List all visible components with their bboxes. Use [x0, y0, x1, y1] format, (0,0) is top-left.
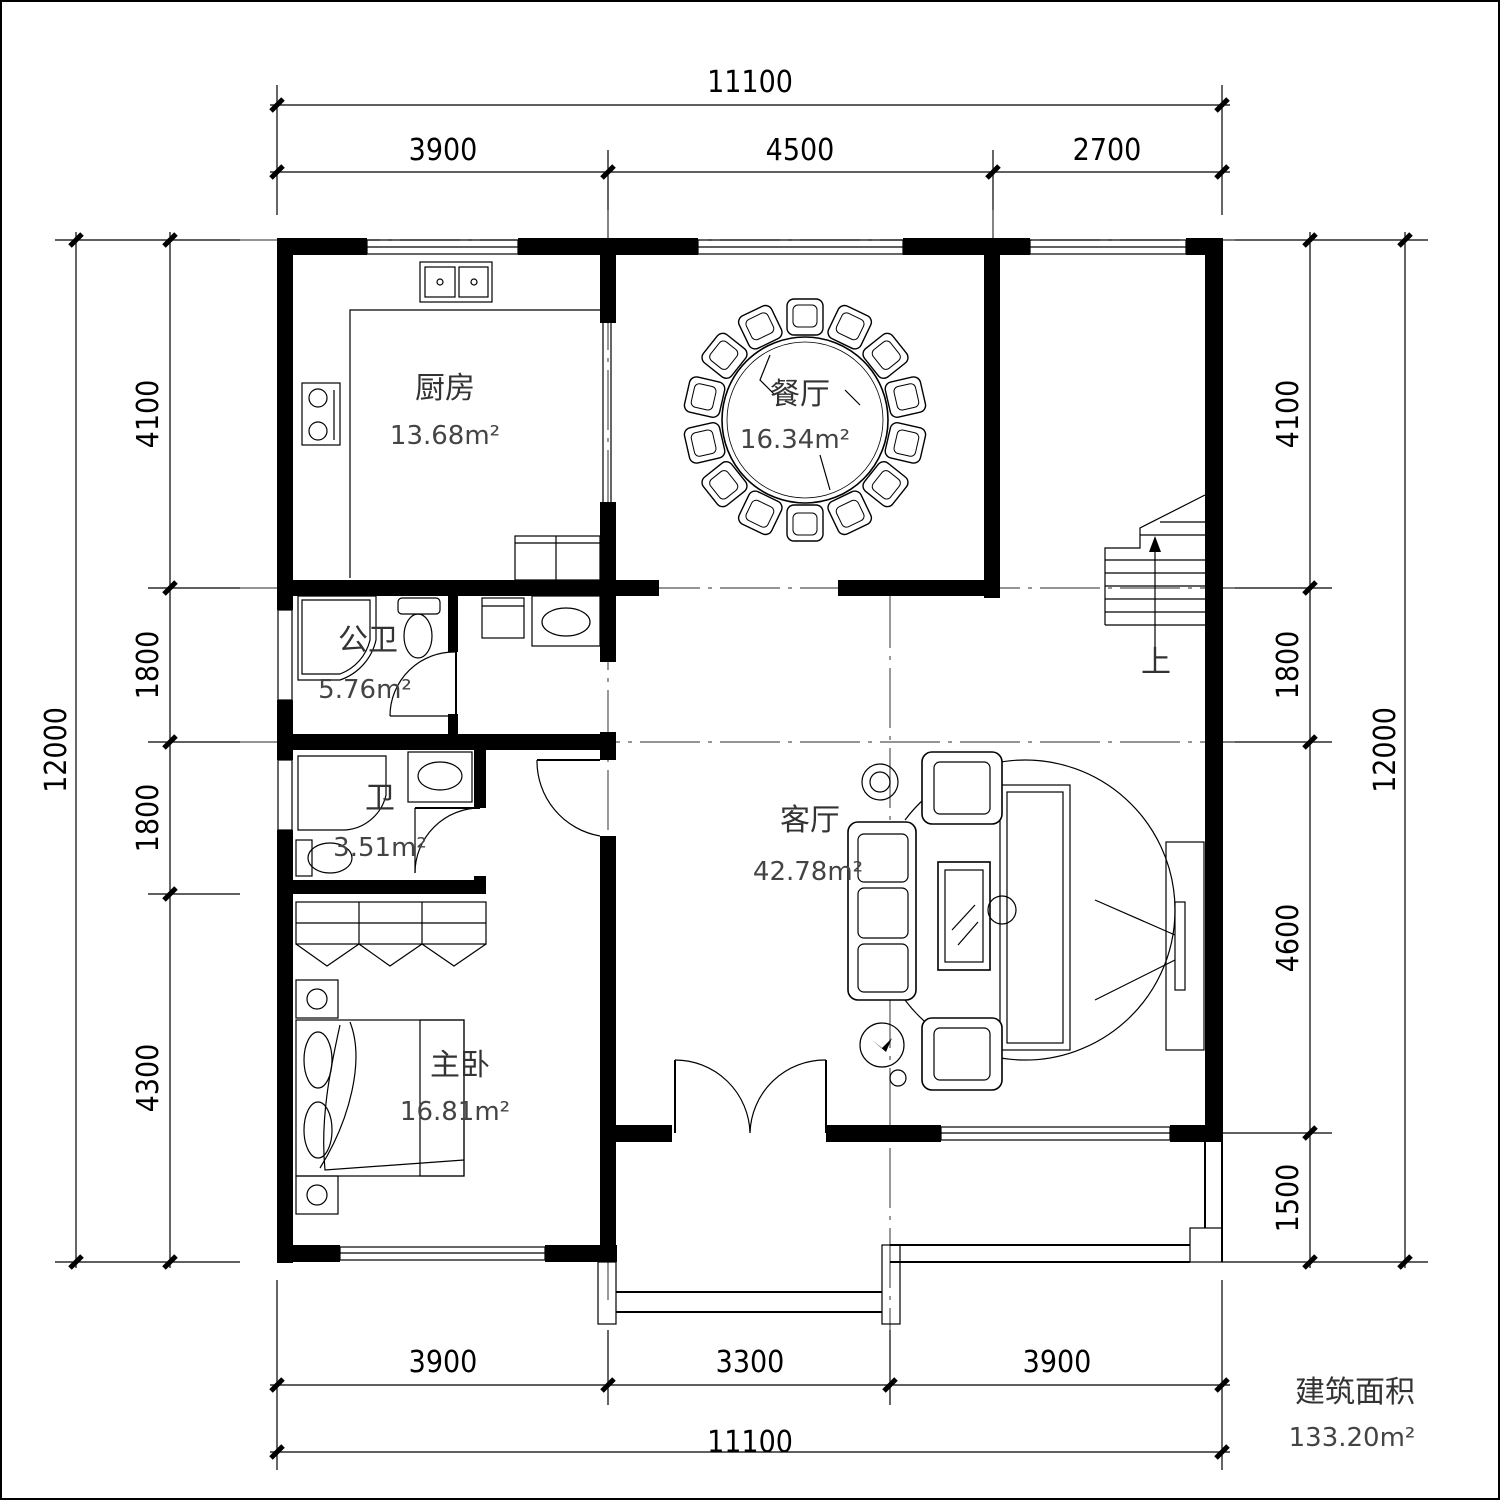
room-area-living: 42.78m² — [753, 857, 863, 887]
dim-left-total: 12000 — [39, 707, 74, 793]
kitchen-fixtures — [301, 261, 601, 581]
dim-right-segment-1: 4100 — [1271, 380, 1306, 449]
porch — [597, 1142, 1223, 1325]
room-area-master-bedroom: 16.81m² — [400, 1097, 510, 1127]
dim-right-segment-4: 1500 — [1271, 1164, 1306, 1233]
dim-top-segment-3: 2700 — [1073, 133, 1142, 168]
dim-left-segment-4: 4300 — [131, 1044, 166, 1113]
dining-chair-icon — [884, 422, 927, 464]
room-name-dining: 餐厅 — [770, 377, 830, 412]
dining-chair-icon — [701, 332, 748, 379]
nightstand-icon — [295, 979, 339, 1215]
dim-bottom-segment-1: 3900 — [409, 1345, 478, 1380]
windows — [277, 239, 1187, 1261]
sofa-icon — [847, 821, 917, 1001]
room-name-bath2: 卫 — [365, 781, 395, 816]
dim-right-segment-2: 1800 — [1271, 631, 1306, 700]
coffee-table-icon — [937, 861, 1017, 971]
dim-top-segment-1: 3900 — [409, 133, 478, 168]
dining-chair-icon — [737, 304, 783, 350]
room-name-master-bedroom: 主卧 — [430, 1048, 490, 1083]
dim-top-total: 11100 — [707, 65, 793, 100]
room-area-bath2: 3.51m² — [333, 833, 427, 863]
dim-right-segment-3: 4600 — [1271, 904, 1306, 973]
bed-icon — [295, 1019, 465, 1177]
dining-chair-icon — [862, 332, 909, 379]
rug-icon — [999, 784, 1071, 1051]
plant-icon — [859, 763, 907, 1087]
room-name-kitchen: 厨房 — [415, 371, 475, 406]
building-area-label: 建筑面积 — [1295, 1375, 1415, 1410]
dining-table-icon — [683, 298, 927, 542]
room-name-living: 客厅 — [780, 803, 840, 838]
dimension-lines — [55, 85, 1428, 1470]
washer-icon — [481, 597, 525, 639]
walls — [277, 238, 1223, 1263]
dining-chair-icon — [786, 298, 824, 336]
stairs-label: 上 — [1141, 645, 1171, 680]
dim-left-segment-3: 1800 — [131, 784, 166, 853]
dim-bottom-total: 11100 — [707, 1425, 793, 1460]
dining-chair-icon — [827, 304, 873, 350]
wardrobe-icon — [295, 901, 487, 967]
staircase — [1104, 494, 1206, 650]
living-room-fixtures — [847, 751, 1205, 1091]
armchair-icon — [921, 751, 1003, 1091]
dim-bottom-segment-3: 3900 — [1023, 1345, 1092, 1380]
dining-chair-icon — [683, 376, 726, 418]
dining-chair-icon — [683, 422, 726, 464]
room-name-public-bath: 公卫 — [338, 623, 398, 658]
shower-tray-2-icon — [297, 755, 387, 831]
dining-chair-icon — [786, 504, 824, 542]
dim-left-segment-2: 1800 — [131, 631, 166, 700]
wash-basin-icon — [531, 595, 601, 647]
dim-left-segment-1: 4100 — [131, 380, 166, 449]
room-area-dining: 16.34m² — [740, 425, 850, 455]
dining-chair-icon — [701, 461, 748, 508]
toilet-icon — [397, 597, 441, 659]
public-bath-fixtures — [297, 595, 601, 681]
doors — [389, 323, 827, 1134]
dim-bottom-segment-2: 3300 — [716, 1345, 785, 1380]
toilet-2-icon — [295, 839, 353, 877]
dining-chair-icon — [827, 490, 873, 536]
shower-tray-icon — [297, 595, 377, 681]
dim-top-segment-2: 4500 — [766, 133, 835, 168]
tv-cabinet-icon — [1094, 841, 1205, 1051]
building-area-value: 133.20m² — [1289, 1423, 1416, 1453]
wash-basin-2-icon — [407, 751, 473, 803]
kitchen-sink-icon — [419, 261, 493, 303]
dining-chair-icon — [884, 376, 927, 418]
dining-chair-icon — [737, 490, 783, 536]
bath2-fixtures — [295, 751, 473, 877]
bedroom-fixtures — [295, 901, 487, 1215]
dining-chair-icon — [862, 461, 909, 508]
arrow-up-icon — [1149, 536, 1161, 552]
dim-right-total: 12000 — [1368, 707, 1403, 793]
gas-stove-icon — [301, 382, 341, 446]
room-area-public-bath: 5.76m² — [318, 675, 412, 705]
room-area-kitchen: 13.68m² — [390, 421, 500, 451]
